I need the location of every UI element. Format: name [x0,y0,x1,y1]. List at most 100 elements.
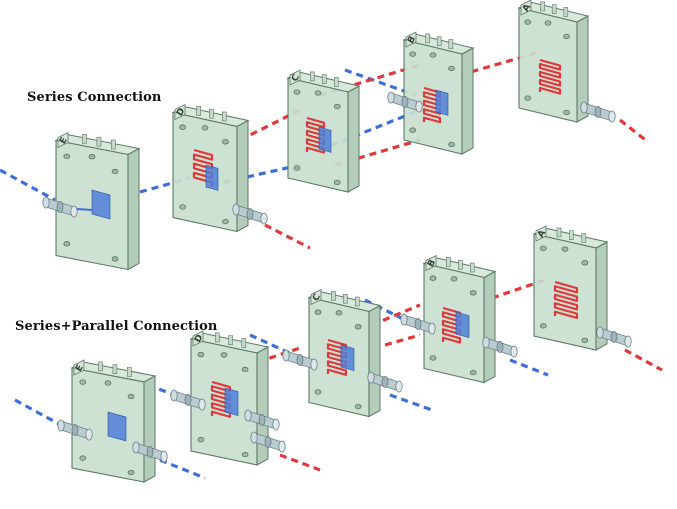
electrode-pad [224,387,239,417]
microfluidic-chip-c: C [286,69,361,193]
port-pin [540,1,545,12]
chip-letter-tab: A [535,225,548,242]
chip-letter-label: B [406,35,418,46]
tube-connector-icon [400,313,436,335]
chip-letter-tab: C [310,288,323,306]
port-pin [215,332,220,343]
screw-hole [220,352,228,358]
screw-hole [314,309,322,315]
screw-hole [127,393,135,400]
port-pin [82,134,87,144]
screw-hole [539,323,547,329]
port-pin [333,77,339,87]
chip-letter-tab: E [57,131,70,149]
blue-flow-line [389,393,433,412]
screw-hole [79,379,87,385]
tube-connector-icon [250,431,286,453]
chip-letter-label: D [175,107,187,118]
chip-side [483,270,496,384]
chip-letter-tab: B [405,31,418,48]
chip-letter-label: A [536,229,548,240]
blue-flow-line [509,358,549,377]
screw-hole [581,337,589,343]
chip-letter-tab: A [520,0,533,16]
screw-hole [539,245,547,251]
microfluidic-chip-a: A [517,0,616,123]
chip-letter-tab: E [73,359,86,376]
screw-hole [104,380,112,386]
chip-letter-label: D [193,333,205,344]
screw-hole [429,355,437,361]
chip-letter-label: A [521,3,533,14]
screw-hole [241,366,249,373]
chip-letter-label: C [290,73,302,84]
tube-connector-icon [42,196,78,218]
series-connection-caption: Series Connection [27,90,162,105]
red-serpentine-channel [441,306,462,344]
chip-front [518,7,578,123]
screw-hole [335,310,343,316]
chip-front [533,233,597,351]
port-pin [222,111,227,122]
red-flow-line [384,333,421,347]
microfluidic-chip-d: D [170,330,286,466]
port-pin [330,291,336,301]
red-flow-line [619,118,649,144]
red-flow-line [264,223,311,250]
screw-hole [63,241,71,247]
port-pin [241,338,247,348]
screw-hole [469,369,477,376]
screw-hole [409,127,417,133]
electrode-pad [205,164,219,191]
port-pin [354,296,360,307]
chip-side [461,47,474,155]
red-serpentine-channel [210,380,232,418]
chip-letter-tab: C [289,69,302,86]
microfluidic-chip-e: E [57,359,168,483]
screw-hole [524,19,532,25]
screw-hole [293,165,301,171]
electrode-pad [455,311,470,339]
red-flow-line [257,346,301,364]
screw-hole [448,141,455,148]
blue-flow-line [0,168,56,202]
screw-hole [448,65,455,72]
screw-hole [469,290,477,296]
screw-hole [222,139,229,145]
port-pin [448,39,454,49]
screw-hole [111,256,119,262]
screw-hole [563,109,570,116]
red-serpentine-channel [192,148,214,188]
screw-hole [333,103,341,110]
port-pin [436,36,442,47]
chip-letter-label: E [58,136,70,146]
port-pin [196,106,201,116]
screw-hole [409,51,417,57]
port-pin [228,335,233,346]
screw-hole [293,89,301,95]
microfluidic-chip-e: E [42,131,141,271]
screw-hole [429,52,437,58]
screw-hole [201,125,209,131]
red-serpentine-channel [326,338,348,376]
port-pin [551,4,557,14]
port-pin [457,259,463,270]
chip-letter-label: E [74,363,86,373]
red-flow-line [279,453,321,472]
tube-connector-icon [580,101,616,123]
electrode-pad [435,89,449,116]
chip-front [287,77,349,193]
port-pin [111,139,116,150]
chip-letter-tab: D [174,103,187,121]
port-pin [209,108,214,119]
screw-hole [197,351,205,358]
screw-hole [524,95,532,101]
screw-hole [197,437,205,443]
microfluidic-chip-a: A [532,225,632,351]
chip-side [368,304,381,418]
electrode-pad [91,189,111,220]
screw-hole [222,218,229,225]
screw-hole [563,33,570,40]
electrode-pad [318,126,332,153]
